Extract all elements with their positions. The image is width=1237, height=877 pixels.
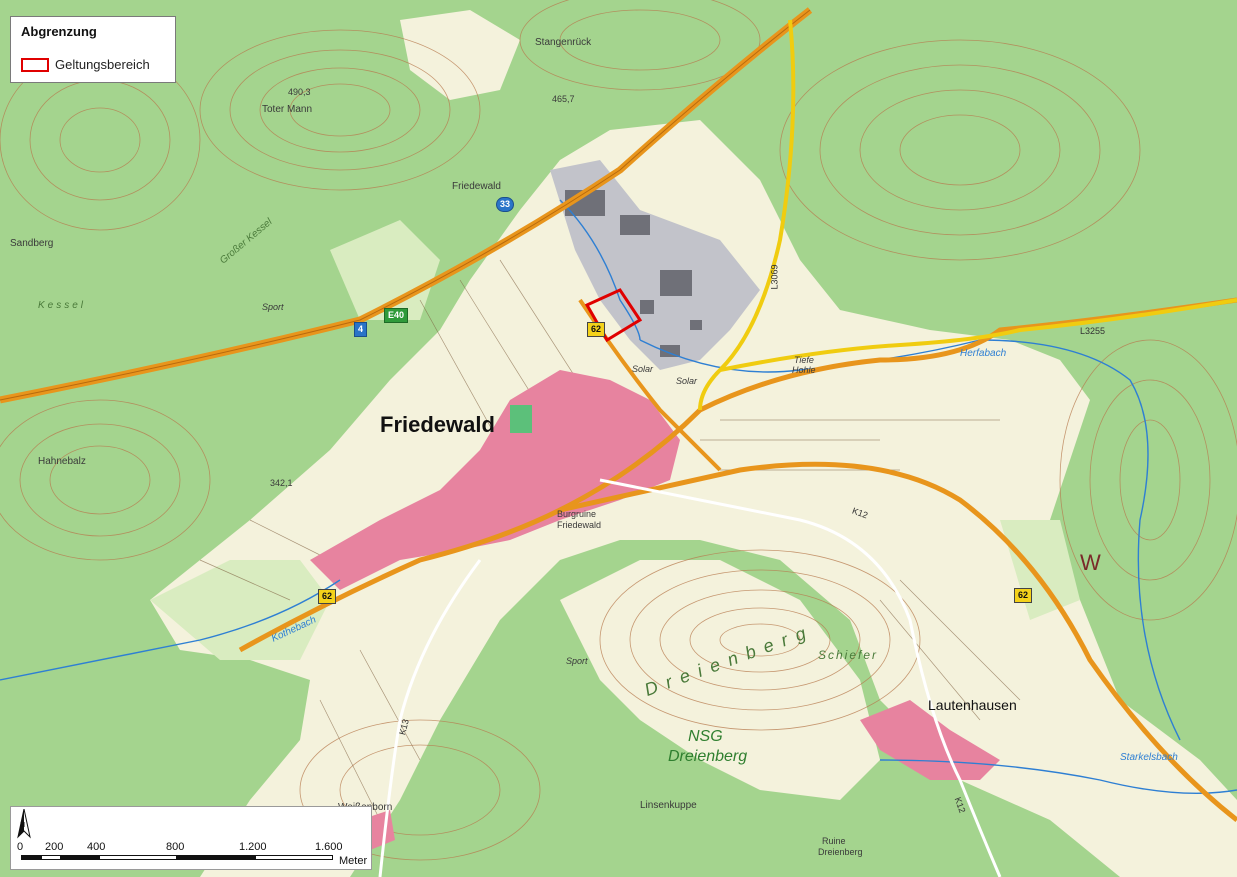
open-land: [400, 10, 520, 100]
place-solar-1: Solar: [632, 364, 654, 374]
sports-field: [510, 405, 532, 433]
road-label-l3255: L3255: [1080, 326, 1106, 336]
place-linsenkuppe: Linsenkuppe: [640, 800, 697, 811]
road-k13: [378, 559, 482, 877]
streams: [0, 199, 1237, 795]
place-burgruine-friedewald: Friedewald: [557, 520, 602, 530]
sheet-marker-w: W: [1080, 550, 1101, 575]
industrial-buildings: [565, 190, 702, 357]
svg-text:N: N: [20, 822, 25, 829]
meadow-area: [1000, 520, 1080, 620]
scale-bar: N 0 200 400 800 1.200 1.600 Meter: [10, 806, 372, 870]
scale-segment: [61, 855, 99, 860]
scale-segment: [41, 855, 61, 860]
stream-starkelsbach: Starkelsbach: [1120, 752, 1178, 763]
scale-segment: [99, 855, 177, 860]
scale-segment: [21, 855, 41, 860]
place-ruine-dreienberg: Dreienberg: [818, 847, 863, 857]
scale-tick-label: 0: [17, 841, 24, 853]
map-legend: Abgrenzung Geltungsbereich: [10, 16, 176, 83]
settlement-lautenhausen: [860, 700, 1000, 780]
settlement-friedewald: [310, 370, 680, 590]
place-stangenrueck: Stangenrück: [535, 37, 592, 48]
road-shield-exit-33: 33: [496, 197, 515, 212]
road-l3069: [698, 19, 796, 411]
place-lautenhausen: Lautenhausen: [928, 697, 1017, 713]
scale-tick-label: 800: [166, 841, 185, 853]
place-dreienberg: Dreienberg: [668, 748, 748, 765]
road-l3255: [719, 298, 1237, 372]
road-shield-a4: 4: [354, 322, 368, 337]
open-land: [560, 560, 880, 800]
road-shield-b62: 62: [1014, 588, 1033, 603]
legend-item-label: Geltungsbereich: [55, 57, 150, 72]
road-shield-b62: 62: [587, 322, 606, 337]
place-friedewald: Friedewald: [380, 412, 495, 437]
road-label-l3069: L3069: [769, 264, 780, 290]
road-k12: [599, 478, 1002, 877]
scale-tick-label: 1.200: [239, 841, 267, 853]
place-sandberg: Sandberg: [10, 238, 54, 249]
scale-tick-label: 200: [45, 841, 64, 853]
place-sport-2: Sport: [566, 656, 588, 666]
road-shield-b62: 62: [318, 589, 337, 604]
road-shield-e40: E40: [384, 308, 409, 323]
place-ruine: Ruine: [822, 836, 846, 846]
stream-herfabach: Herfabach: [960, 348, 1007, 359]
place-tiefe: Tiefe: [794, 355, 814, 365]
place-friedewald-junction: Friedewald: [452, 181, 501, 192]
place-hohle: Hohle: [792, 365, 816, 375]
north-arrow-icon: N: [17, 809, 31, 839]
scale-unit: Meter: [339, 855, 368, 867]
height-point: 490,3: [288, 87, 311, 97]
scale-segment: [255, 855, 333, 860]
legend-title: Abgrenzung: [21, 24, 97, 39]
place-solar-2: Solar: [676, 376, 698, 386]
place-nsg: NSG: [688, 728, 723, 745]
scale-tick-label: 1.600: [315, 841, 343, 853]
place-schiefer: Schiefer: [818, 648, 879, 662]
road-b62: [559, 461, 1237, 822]
place-sport-1: Sport: [262, 302, 284, 312]
motorway-a4: [0, 9, 811, 401]
height-point: 342,1: [270, 478, 293, 488]
scale-tick-label: 400: [87, 841, 106, 853]
scale-segment: [177, 855, 255, 860]
place-kessel: Kessel: [38, 300, 87, 311]
place-burgruine: Burgruine: [557, 509, 597, 519]
legend-boundary-swatch: [21, 58, 49, 72]
place-toter-mann: Toter Mann: [262, 104, 313, 115]
meadow-area: [150, 560, 330, 660]
place-hahnebalz: Hahnebalz: [38, 456, 86, 467]
height-point: 465,7: [552, 94, 575, 104]
